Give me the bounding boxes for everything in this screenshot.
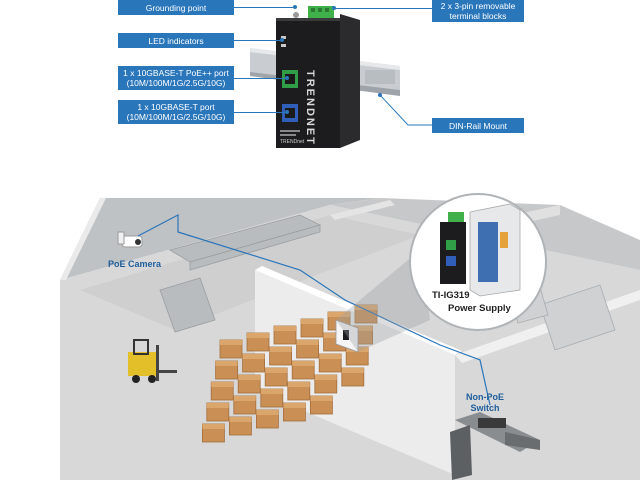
label-non-poe-line1: Non-PoE (466, 392, 504, 402)
callout-poe-port: 1 x 10GBASE-T PoE++ port (10M/100M/1G/2.… (118, 66, 234, 90)
connector-led (234, 40, 282, 41)
connector-tx (234, 112, 286, 113)
connector-grounding (234, 7, 294, 8)
box-top (274, 326, 296, 331)
box-top (292, 361, 315, 366)
poe-port (282, 70, 298, 88)
box-top (229, 417, 252, 422)
callout-din-rail: DIN-Rail Mount (432, 118, 524, 133)
box-top (350, 326, 373, 331)
device-brand-small: TRENDnet (280, 139, 305, 145)
boxes (201, 304, 378, 443)
callout-grounding-point: Grounding point (118, 0, 234, 15)
grounding-screw (293, 12, 299, 18)
box-top (242, 354, 265, 359)
label-non-poe-switch: Non-PoE Switch (466, 392, 504, 414)
box-top (256, 410, 279, 415)
connector-poe (234, 78, 286, 79)
wall-enclosure (335, 319, 359, 353)
label-non-poe-line2: Switch (470, 403, 500, 413)
connector-terminal (334, 8, 432, 9)
box-top (296, 340, 319, 345)
forklift (128, 339, 177, 383)
box-top (341, 368, 364, 373)
tx-port (282, 104, 298, 122)
box-top (202, 424, 225, 429)
box-top (215, 361, 238, 366)
box-top (301, 319, 323, 324)
box-top (310, 396, 333, 401)
conveyor (159, 214, 322, 333)
control-desk (450, 412, 540, 480)
poe-camera-device (117, 231, 143, 248)
box-top (220, 340, 242, 345)
box-top (247, 333, 269, 338)
label-poe-camera: PoE Camera (108, 259, 162, 269)
zoom-power-supply (469, 203, 521, 297)
box-top (328, 312, 350, 317)
box-top (211, 382, 234, 387)
box-top (260, 389, 283, 394)
label-power-supply: Power Supply (448, 303, 511, 314)
network-cable (137, 214, 491, 406)
box-top (265, 368, 288, 373)
box-top (233, 396, 256, 401)
zoom-device (440, 212, 466, 284)
box-top (206, 403, 229, 408)
zoom-cone (336, 250, 430, 352)
callout-led-indicators: LED indicators (118, 33, 234, 48)
box-top (238, 375, 261, 380)
label-device-name: TI-IG319 (432, 290, 470, 301)
box-top (319, 354, 342, 359)
box-top (287, 382, 310, 387)
callout-terminal-blocks: 2 x 3-pin removable terminal blocks (432, 0, 524, 22)
box-top (355, 305, 377, 310)
box-top (269, 347, 292, 352)
box-top (283, 403, 306, 408)
box-top (314, 375, 337, 380)
terminal-block (308, 6, 334, 18)
box-top (323, 333, 346, 338)
led-indicators (281, 36, 286, 47)
callout-tx-port: 1 x 10GBASE-T port (10M/100M/1G/2.5G/10G… (118, 100, 234, 124)
